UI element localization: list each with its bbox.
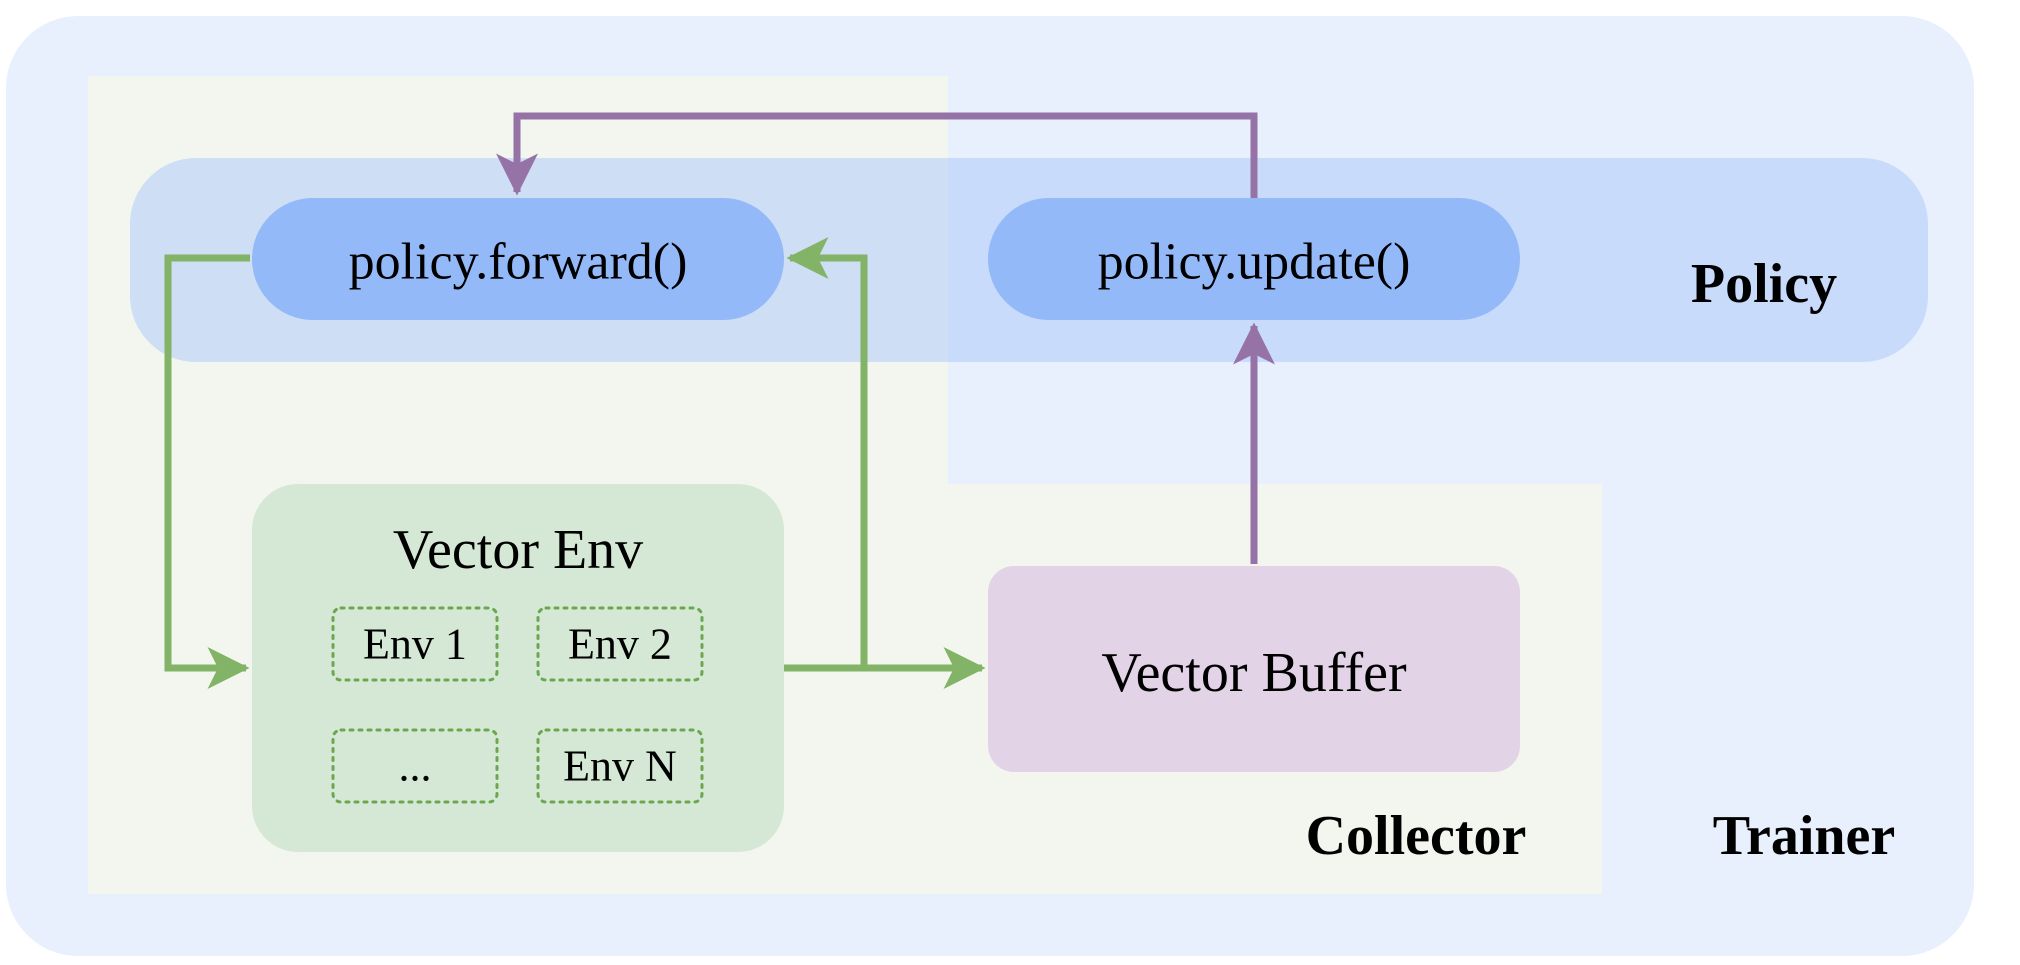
trainer-region-label: Trainer xyxy=(1713,805,1895,867)
vector-buffer-box xyxy=(988,566,1520,772)
env-2-box xyxy=(536,606,704,682)
policy-update-node xyxy=(988,198,1520,320)
arrow-env-to-forward xyxy=(786,237,868,668)
vector-env-box xyxy=(252,484,784,852)
vector-buffer-label: Vector Buffer xyxy=(1101,642,1407,704)
arrow-forward-to-env xyxy=(164,254,250,689)
policy-update-label: policy.update() xyxy=(1098,234,1411,291)
env-ellipsis-label: ... xyxy=(399,742,432,791)
env-n-box xyxy=(536,728,704,804)
collector-region-label: Collector xyxy=(1306,805,1527,867)
env-1-label: Env 1 xyxy=(363,620,467,669)
env-2-label: Env 2 xyxy=(568,620,672,669)
arrow-update-to-forward xyxy=(496,112,1258,198)
policy-region-label: Policy xyxy=(1691,253,1837,315)
env-1-box xyxy=(331,606,499,682)
vector-env-title: Vector Env xyxy=(393,519,643,581)
env-ellipsis-box xyxy=(331,728,499,804)
policy-forward-label: policy.forward() xyxy=(349,234,688,291)
policy-forward-node xyxy=(252,198,784,320)
env-n-label: Env N xyxy=(563,742,677,791)
